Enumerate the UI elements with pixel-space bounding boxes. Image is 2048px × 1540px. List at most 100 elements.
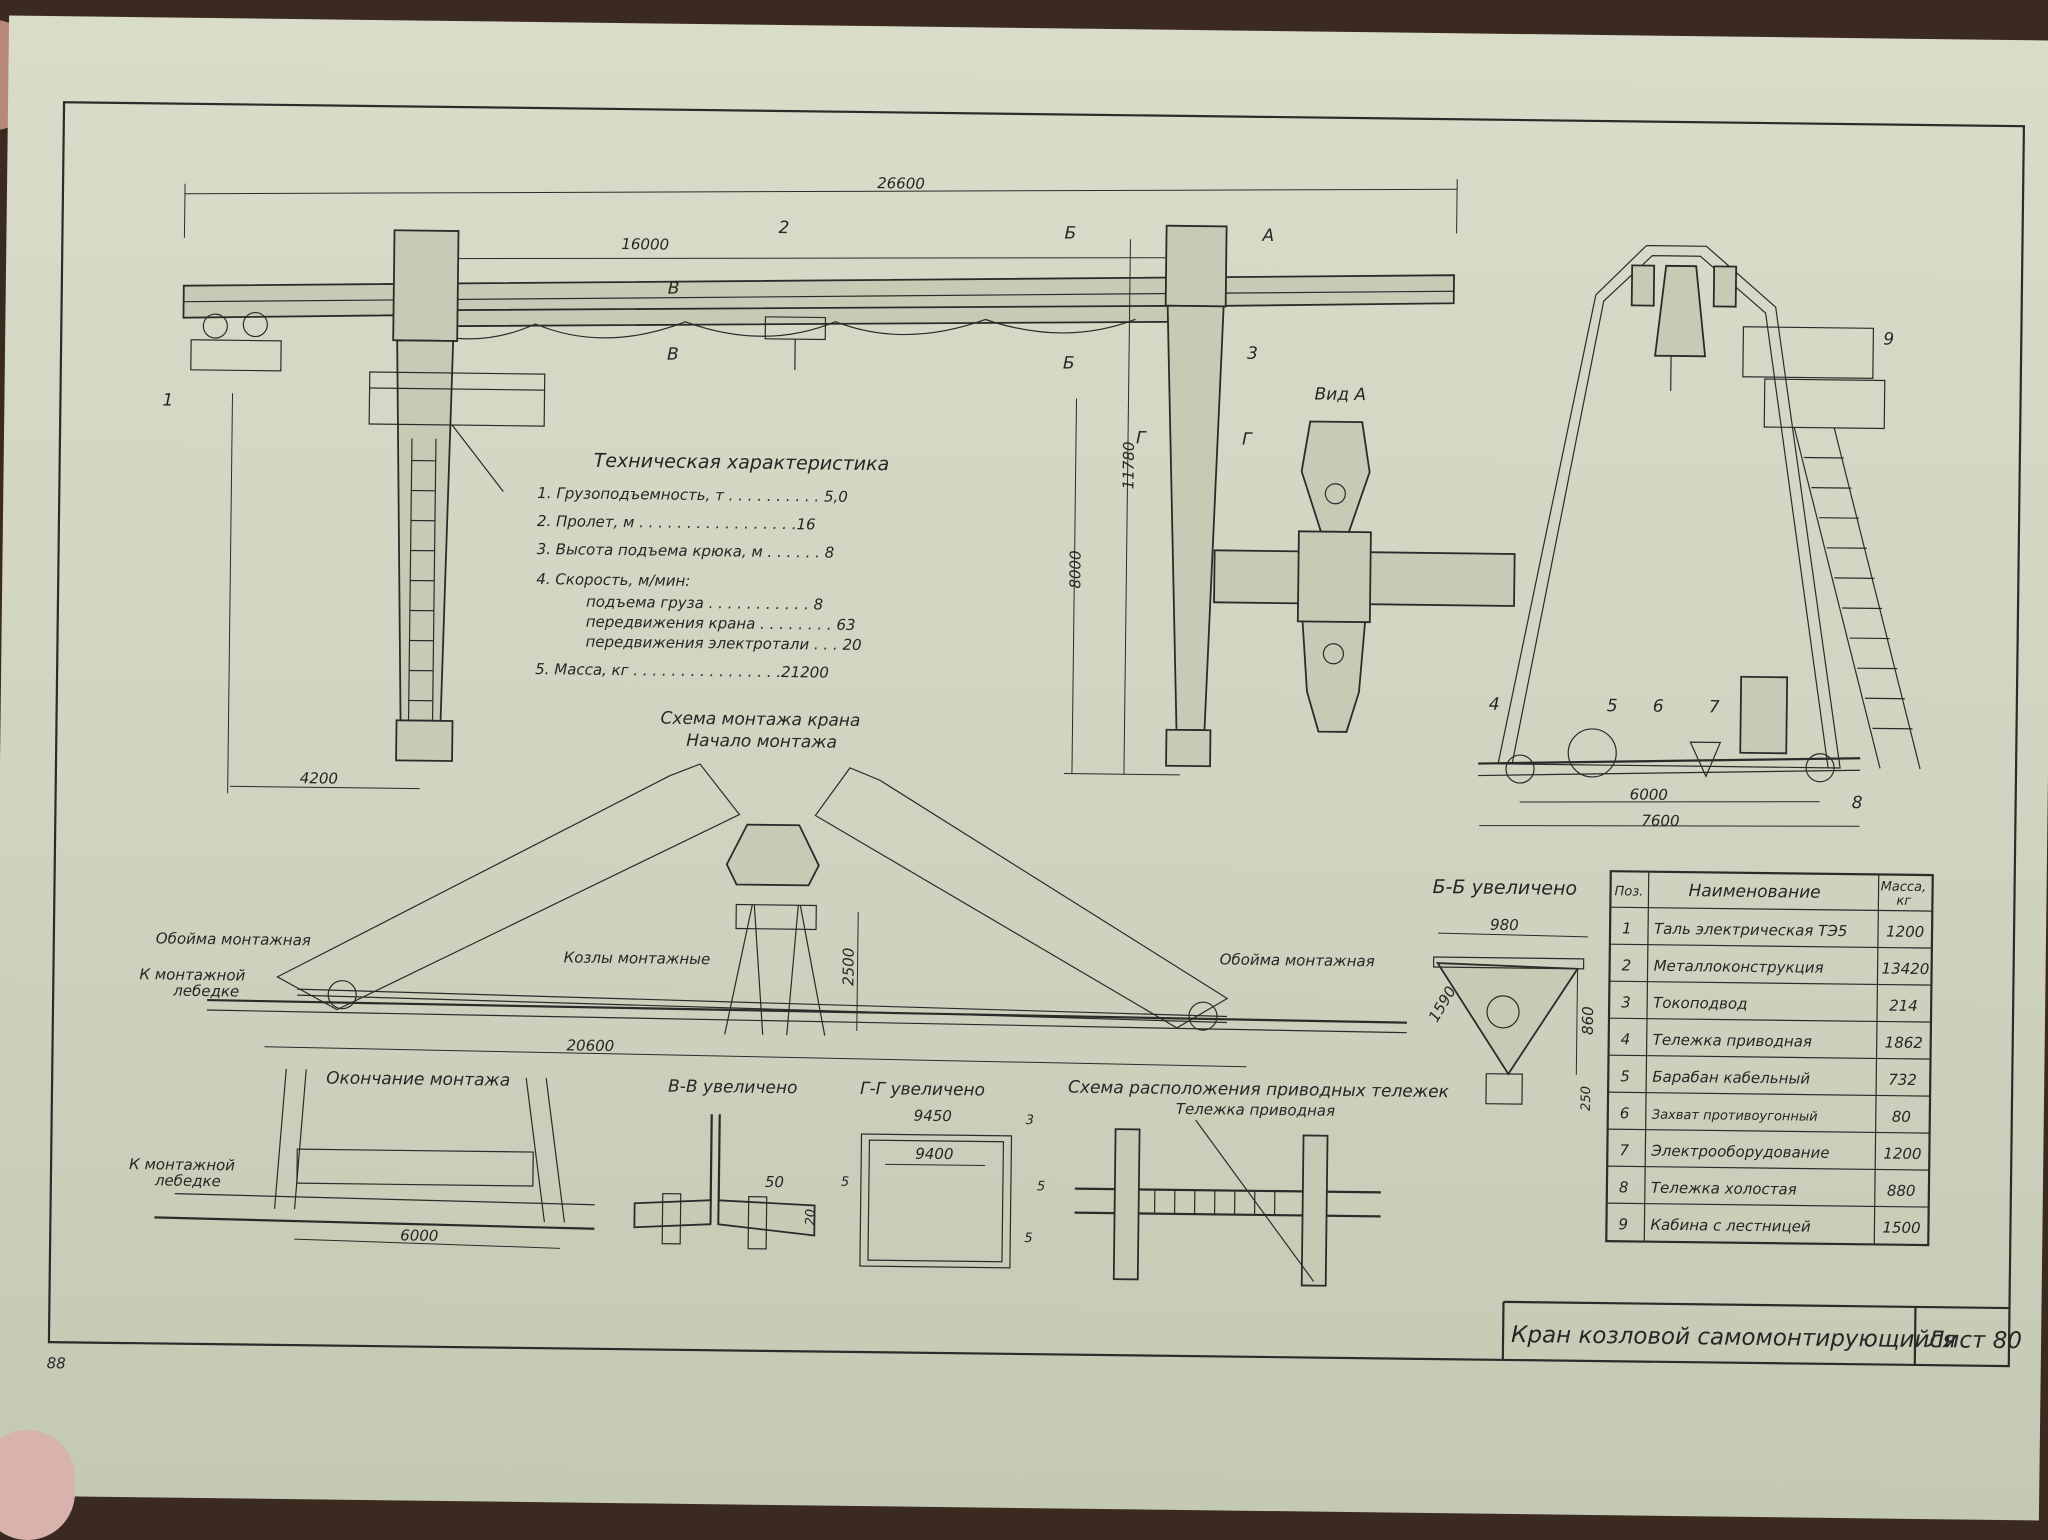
bogie-layout: Схема расположения приводных тележек Тел… — [1066, 1078, 1450, 1288]
title-block-sheet: Лист 80 — [1926, 1327, 2022, 1354]
section-gg: Г-Г увеличено 9450 9400 3 5 5 5 — [840, 1079, 1047, 1268]
row-1-pos: 1 — [1622, 919, 1632, 937]
bb-title: Б-Б увеличено — [1432, 876, 1577, 900]
view-a-title: Вид А — [1314, 385, 1366, 406]
dim-overall: 26600 — [877, 174, 925, 193]
tech-line-1: 1. Грузоподъемность, т . . . . . . . . .… — [537, 484, 848, 506]
dim-vv-b: 20 — [803, 1209, 818, 1226]
dim-height: 11780 — [1119, 441, 1138, 489]
to-winch-4: лебедке — [154, 1171, 221, 1190]
dim-gg-t4: 5 — [1024, 1231, 1032, 1246]
callout-4: 4 — [1489, 695, 1500, 715]
tech-line-2: 2. Пролет, м . . . . . . . . . . . . . .… — [537, 512, 816, 533]
row-5-pos: 5 — [1620, 1067, 1630, 1085]
table-head-mass-1: Масса, — [1881, 879, 1927, 895]
trestle-label: Козлы монтажные — [564, 948, 711, 968]
tech-line-8: 5. Масса, кг . . . . . . . . . . . . . .… — [535, 660, 829, 682]
dim-gg-t1: 3 — [1026, 1113, 1034, 1128]
tech-line-3: 3. Высота подъема крюка, м . . . . . . 8 — [537, 540, 835, 562]
row-2-pos: 2 — [1622, 956, 1632, 974]
row-1-name: Таль электрическая ТЭ5 — [1654, 920, 1847, 940]
end-mount-title: Окончание монтажа — [326, 1068, 510, 1090]
callout-1: 1 — [162, 390, 173, 410]
row-2-mass: 13420 — [1882, 959, 1930, 978]
mark-b-top: Б — [1064, 223, 1076, 243]
row-7-mass: 1200 — [1883, 1145, 1921, 1163]
page-number: 88 — [47, 1354, 66, 1372]
mount-title-1: Схема монтажа крана — [660, 709, 860, 731]
row-5-name: Барабан кабельный — [1652, 1068, 1810, 1088]
mark-v-top: В — [668, 279, 680, 299]
row-5-mass: 732 — [1888, 1071, 1917, 1089]
title-block-top — [1504, 1302, 2010, 1308]
dim-gg-t3: 5 — [1037, 1179, 1045, 1194]
mark-a: А — [1261, 226, 1274, 246]
dim-span: 16000 — [621, 235, 669, 254]
tech-line-6: передвижения крана . . . . . . . . 63 — [586, 613, 856, 634]
dim-bb-depth: 860 — [1579, 1006, 1597, 1035]
tech-title: Техническая характеристика — [594, 450, 890, 476]
dim-bb-diag: 1590 — [1425, 983, 1460, 1025]
thumb-bottom — [0, 1430, 75, 1540]
callout-5: 5 — [1607, 696, 1618, 716]
row-6-mass: 80 — [1892, 1108, 1911, 1126]
mount-title-2: Начало монтажа — [686, 731, 837, 753]
clip-left-label: Обойма монтажная — [156, 929, 311, 949]
row-2-name: Металлоконструкция — [1654, 957, 1824, 977]
callout-6: 6 — [1653, 697, 1664, 717]
to-winch-2: лебедке — [172, 982, 239, 1001]
clip-right-label: Обойма монтажная — [1220, 950, 1375, 970]
row-7-pos: 7 — [1619, 1141, 1629, 1159]
section-bb: Б-Б увеличено 980 860 1590 250 — [1424, 876, 1599, 1111]
row-9-mass: 1500 — [1882, 1219, 1920, 1237]
parts-table: Поз. Наименование Масса, кг 1 Таль элект… — [1606, 871, 1932, 1245]
table-head-mass-2: кг — [1896, 894, 1911, 909]
dim-overhang: 4200 — [300, 769, 338, 787]
title-block-name: Кран козловой самомонтирующийся — [1511, 1322, 1956, 1353]
row-7-name: Электрооборудование — [1650, 1142, 1829, 1162]
dim-hook-height: 8000 — [1066, 550, 1084, 588]
bogie-scheme-title: Схема расположения приводных тележек — [1068, 1078, 1450, 1103]
callout-9: 9 — [1883, 329, 1894, 349]
dim-bb-width: 980 — [1490, 916, 1519, 934]
row-6-name: Захват противоугонный — [1652, 1108, 1818, 1125]
dim-base-outer: 7600 — [1641, 812, 1679, 830]
row-8-name: Тележка холостая — [1651, 1179, 1797, 1199]
mark-b-bottom: Б — [1063, 353, 1075, 373]
dim-trestle: 2500 — [839, 948, 857, 986]
tech-spec: Техническая характеристика 1. Грузоподъе… — [535, 449, 889, 682]
vv-title: В-В увеличено — [668, 1077, 798, 1099]
dim-gg-t2: 5 — [841, 1175, 849, 1190]
callout-3: 3 — [1247, 344, 1258, 364]
side-view: 4 5 6 7 8 9 6000 7600 — [1477, 244, 1926, 833]
end-mount: Окончание монтажа 6000 К монтажной лебед… — [128, 1066, 596, 1249]
callout-7: 7 — [1709, 697, 1720, 717]
section-vv: В-В увеличено 50 20 — [634, 1076, 820, 1249]
row-1-mass: 1200 — [1886, 923, 1924, 941]
row-6-pos: 6 — [1620, 1104, 1630, 1122]
table-head-name: Наименование — [1688, 881, 1820, 903]
dim-gg-outer: 9450 — [914, 1107, 952, 1125]
row-4-pos: 4 — [1621, 1030, 1631, 1048]
dim-gg-inner: 9400 — [915, 1145, 953, 1163]
row-3-pos: 3 — [1621, 993, 1631, 1011]
dim-end-mount: 6000 — [400, 1226, 438, 1244]
tech-line-4: 4. Скорость, м/мин: — [536, 570, 690, 590]
tech-line-7: передвижения электротали . . . 20 — [585, 633, 861, 654]
row-8-mass: 880 — [1887, 1182, 1916, 1200]
callout-2: 2 — [778, 218, 789, 238]
drawing-sheet: Кран козловой самомонтирующийся Лист 80 … — [0, 16, 2048, 1521]
dim-bb-flange: 250 — [1579, 1086, 1594, 1111]
callout-8: 8 — [1852, 793, 1863, 813]
drawing-canvas: Кран козловой самомонтирующийся Лист 80 … — [0, 16, 2048, 1521]
bogie-label: Тележка приводная — [1176, 1100, 1335, 1120]
table-head-pos: Поз. — [1614, 884, 1643, 899]
view-a: Вид А — [1212, 383, 1516, 734]
row-4-mass: 1862 — [1885, 1034, 1923, 1052]
mount-scheme: Схема монтажа крана Начало монтажа 2500 … — [138, 702, 1410, 1068]
dim-base-inner: 6000 — [1630, 785, 1668, 803]
row-3-mass: 214 — [1889, 997, 1918, 1015]
mark-g-right: Г — [1242, 430, 1253, 450]
dim-mount-length: 20600 — [566, 1036, 614, 1055]
row-9-name: Кабина с лестницей — [1650, 1216, 1811, 1236]
